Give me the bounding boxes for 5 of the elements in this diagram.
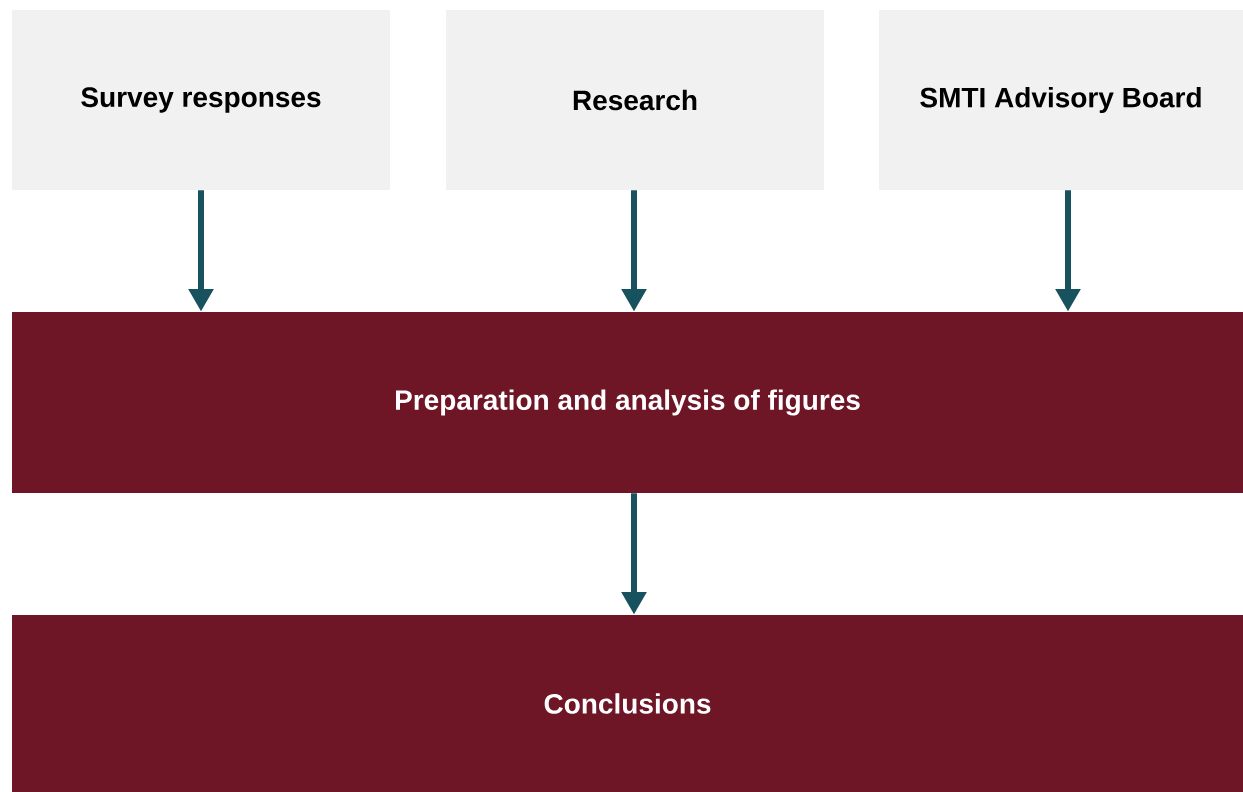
source-box: SMTI Advisory Board — [879, 10, 1243, 190]
result-box: Conclusions — [12, 615, 1243, 792]
source-box: Research — [446, 10, 824, 190]
process-box: Preparation and analysis of figures — [12, 312, 1243, 493]
source-box: Survey responses — [12, 10, 390, 190]
